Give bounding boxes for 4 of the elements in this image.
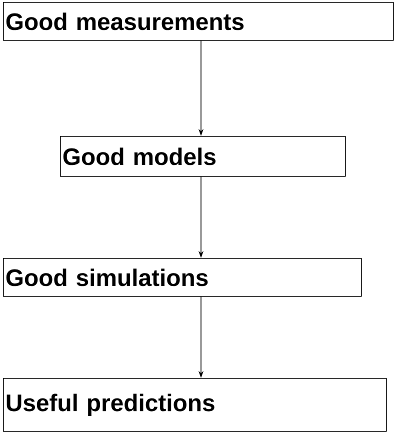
process-box: Useful predictions: [3, 378, 387, 432]
process-box: Good models: [60, 136, 346, 177]
process-box: Good simulations: [3, 258, 362, 297]
process-box: Good measurements: [3, 2, 394, 41]
